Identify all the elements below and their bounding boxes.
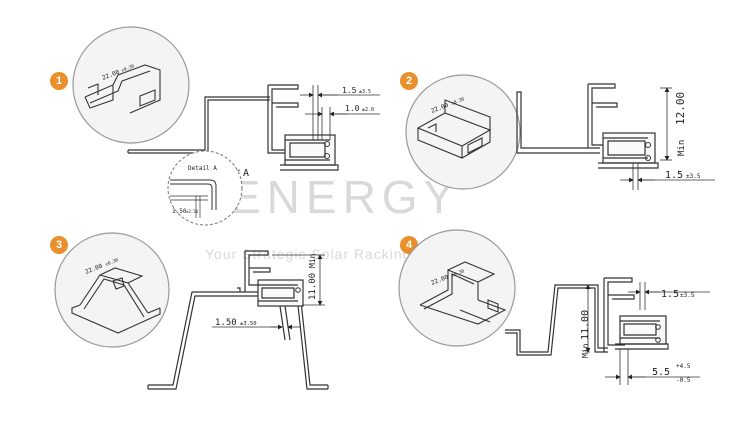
bolt-icon-1a [324,141,330,147]
dim-bottom-tol-minus-4: -0.5 [676,377,691,384]
detail-circle-4 [398,229,516,347]
bolt-icon-2b [645,155,651,161]
detail-tol-3: ±0.30 [105,257,120,268]
detail-circle-2 [405,74,521,190]
dim-tol-2: ±3.5 [686,173,701,180]
dim-bottom-4: 5.5 [652,367,670,378]
detail-a-profile [170,179,217,218]
dimension-lines-2 [620,87,715,190]
min-value-2: 12.00 [674,92,687,125]
bolt-icon-1b [324,153,330,159]
detail-a-circle [167,150,243,226]
dimension-lines-3 [212,254,325,330]
panel-4: 22.00 ±0.30 [398,229,710,385]
panel-2: 22.00 ±0.30 [405,74,715,190]
rail-profile-1 [127,84,339,171]
bolt-icon-4b [655,337,661,343]
dim-b-tol-1: ±2.0 [362,107,374,113]
step-badge-3: 3 [50,236,68,254]
section-marker-a: A [243,168,249,179]
rail-profile-3 [147,250,329,390]
dimension-lines-4 [585,282,710,385]
min-value-3: 11.00 [308,273,318,300]
watermark-brand: ENERGY [230,171,461,223]
dim-b-1: 1.0 [345,104,360,113]
clip-3d-view-3 [71,267,161,334]
bolt-icon-2a [645,142,651,148]
detail-tol-1: ±0.30 [121,63,136,74]
dim-a-tol-1: ±3.5 [359,89,371,95]
dim-a-1: 1.5 [342,86,357,95]
detail-circle-1 [72,26,190,144]
detail-tol-4: ±0.30 [451,268,466,279]
dim-2: 1.5 [665,170,683,181]
rail-profile-4 [505,277,669,356]
detail-tol-2: ±0.30 [451,96,466,107]
dim-top-tol-4: ±3.5 [680,292,695,299]
dim-3: 1.50 [215,318,237,328]
min-label-4: Min [581,343,590,358]
min-label-2: Min [677,140,687,156]
dim-top-4: 1.5 [661,289,679,300]
step-badge-1: 1 [50,72,68,90]
dim-bottom-tol-plus-4: +4.5 [676,363,691,370]
step-badge-2: 2 [400,72,418,90]
bolt-icon-4a [655,324,661,330]
dim-tol-3: ±3.50 [240,321,257,327]
panel-3: 22.00 ±0.30 [54,232,329,390]
detail-a-label: Detail A [188,165,217,172]
clip-3d-view-1 [84,64,161,114]
detail-a-dim: 1.50 [172,208,187,215]
detail-a-tol: ±3.50 [186,209,199,214]
clip-3d-view-4 [419,261,507,325]
clip-3d-view-2 [416,99,492,159]
min-label-3: Min [308,253,317,268]
panel-1: 22.00 ±0.30 [72,26,380,226]
min-value-4: 11.00 [580,310,591,340]
rail-profile-2 [516,83,659,169]
bolt-icon-3a [295,287,301,293]
